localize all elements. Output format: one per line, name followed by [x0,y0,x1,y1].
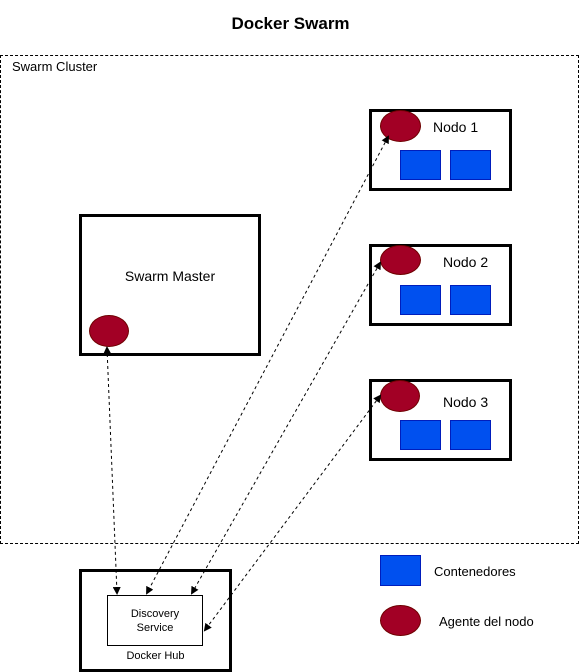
node-3-container-2 [450,420,491,450]
node-2-container-1 [400,285,441,315]
legend-agent-label: Agente del nodo [439,614,534,629]
node-3-container-1 [400,420,441,450]
legend-agent-swatch [380,605,421,636]
discovery-service-box: Discovery Service [107,595,203,646]
diagram-title: Docker Swarm [231,14,350,33]
node-2-label: Nodo 2 [443,254,489,270]
node-3-label: Nodo 3 [443,394,489,410]
swarm-cluster-label: Swarm Cluster [12,59,98,74]
docker-hub-label: Docker Hub [126,650,185,662]
discovery-service-label: Discovery Service [130,607,180,634]
node2-discovery-link [191,261,381,595]
node3-discovery-link [203,394,382,632]
master-agent [89,315,129,347]
master-discovery-link [103,346,121,595]
legend-containers-label: Contenedores [434,564,516,579]
node-2-container-2 [450,285,491,315]
node-1-container-1 [400,150,441,180]
node1-discovery-link [146,135,389,595]
node-1-container-2 [450,150,491,180]
node-1-label: Nodo 1 [433,119,479,135]
